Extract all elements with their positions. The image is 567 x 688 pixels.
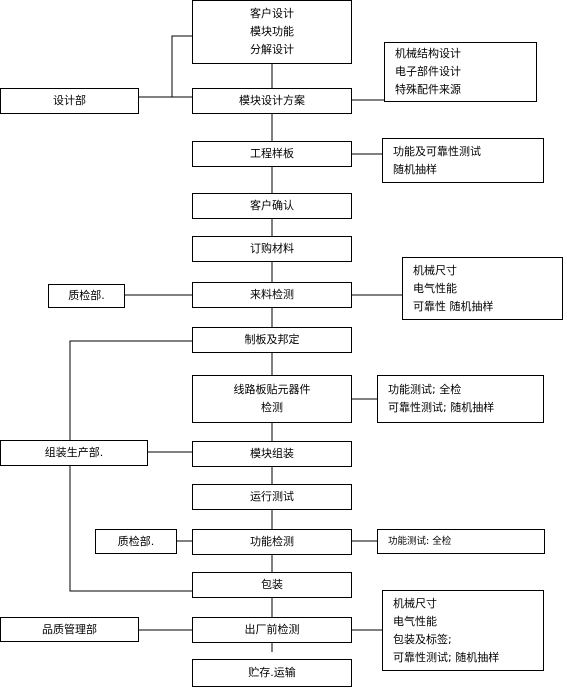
step-packaging: 包装 bbox=[192, 572, 352, 598]
note-incoming-tests: 机械尺寸 电气性能 可靠性 随机抽样 bbox=[402, 257, 563, 320]
design-dept-branch bbox=[171, 35, 192, 97]
assembly-dept-loop bbox=[69, 340, 192, 592]
step-customer-confirm: 客户确认 bbox=[192, 193, 352, 219]
dept-assembly-production: 组装生产部. bbox=[0, 440, 148, 466]
dept-quality-management: 品质管理部 bbox=[0, 617, 139, 642]
note-design-items: 机械结构设计 电子部件设计 特殊配件来源 bbox=[384, 42, 537, 102]
step-smt-inspection: 线路板贴元器件 检测 bbox=[192, 375, 352, 423]
step-order-materials: 订购材料 bbox=[192, 236, 352, 262]
step-function-check: 功能检测 bbox=[192, 529, 352, 555]
step-engineering-sample: 工程样板 bbox=[192, 141, 352, 167]
note-function-tests: 功能测试: 全检 bbox=[377, 529, 545, 554]
step-storage-transport: 贮存.运输 bbox=[192, 659, 352, 687]
note-shipment-tests: 机械尺寸 电气性能 包装及标签; 可靠性测试; 随机抽样 bbox=[382, 590, 544, 671]
note-sample-tests: 功能及可靠性测试 随机抽样 bbox=[382, 138, 544, 183]
dept-design: 设计部 bbox=[0, 88, 139, 114]
step-customer-design: 客户设计 模块功能 分解设计 bbox=[192, 0, 352, 64]
dept-quality-inspection: 质检部. bbox=[48, 284, 125, 308]
step-preshipment-check: 出厂前检测 bbox=[192, 617, 352, 643]
step-module-design-plan: 模块设计方案 bbox=[192, 88, 352, 114]
note-smt-tests: 功能测试; 全检 可靠性测试; 随机抽样 bbox=[377, 375, 544, 423]
step-module-assembly: 模块组装 bbox=[192, 441, 352, 467]
dept-quality-inspection-2: 质检部. bbox=[95, 529, 177, 554]
step-run-test: 运行测试 bbox=[192, 484, 352, 510]
step-board-bonding: 制板及邦定 bbox=[192, 327, 352, 353]
step-incoming-inspection: 来料检测 bbox=[192, 282, 352, 308]
